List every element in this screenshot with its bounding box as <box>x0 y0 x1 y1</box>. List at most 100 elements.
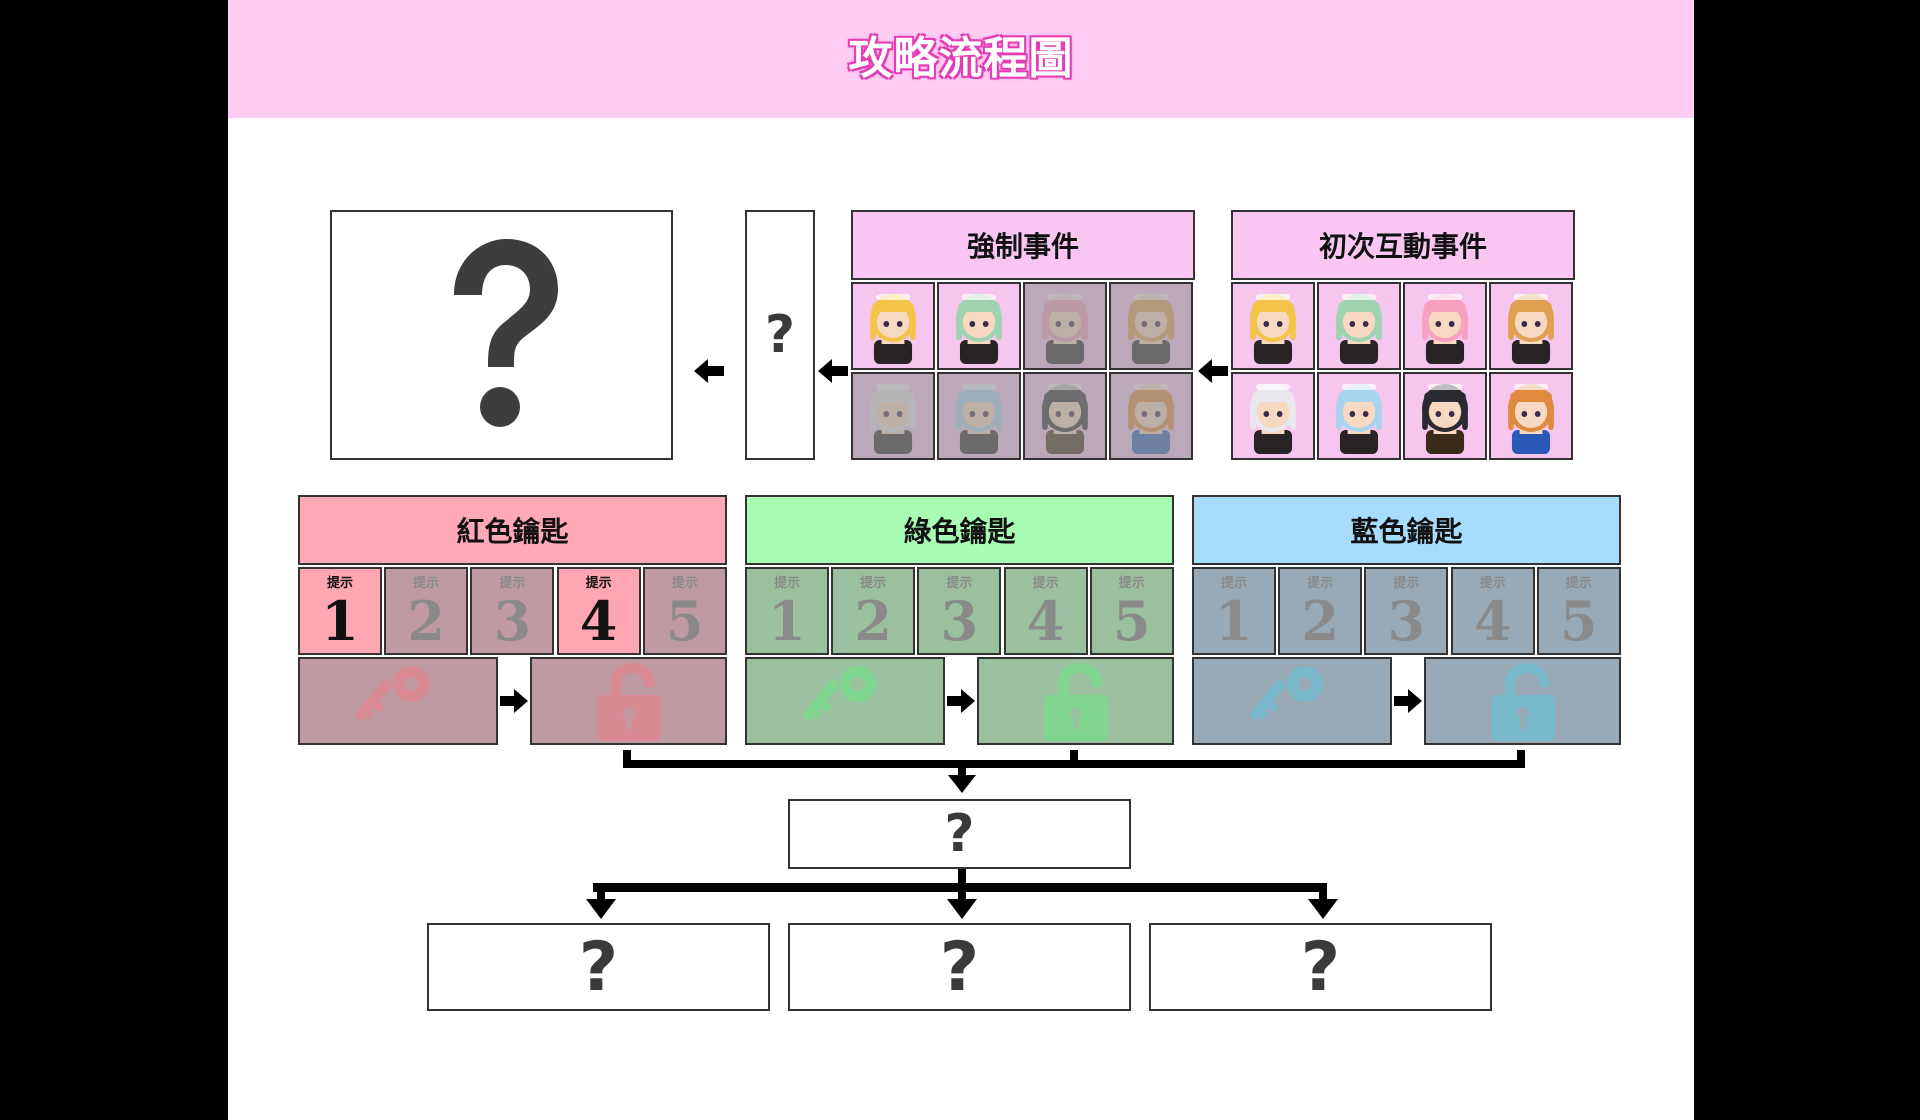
hint-label: 提示 <box>1479 576 1506 591</box>
split-connector <box>586 869 1338 919</box>
arrow-left <box>1198 359 1228 383</box>
character-portrait-police-girl <box>1109 372 1193 460</box>
first-interaction-event-header: 初次互動事件 <box>1231 210 1575 280</box>
hint-label: 提示 <box>585 576 612 591</box>
arrow-right <box>500 689 528 713</box>
hint-label: 提示 <box>413 576 440 591</box>
character-portrait-pink-twintail-maid <box>1403 282 1487 370</box>
hint-label: 提示 <box>671 576 698 591</box>
intermediate-step-box: ? <box>745 210 815 460</box>
hint-number: 5 <box>666 589 704 653</box>
blue-key-header: 藍色鑰匙 <box>1192 495 1621 565</box>
hint-label: 提示 <box>946 576 973 591</box>
unlocked-padlock-icon <box>1490 663 1555 741</box>
hint-label: 提示 <box>860 576 887 591</box>
forced-event-header: 強制事件 <box>851 210 1195 280</box>
hint-label: 提示 <box>773 576 800 591</box>
green-lock-box <box>977 657 1174 745</box>
red-key-header: 紅色鑰匙 <box>298 495 727 565</box>
arrow-left <box>818 359 848 383</box>
ending-box-3: ? <box>1149 923 1492 1011</box>
merge-connector <box>623 750 1525 793</box>
hint-number: 3 <box>1387 589 1426 653</box>
red-key-box <box>298 657 498 745</box>
hint-label: 提示 <box>499 576 526 591</box>
character-portrait-orange-hair-maid <box>1109 282 1193 370</box>
hint-number: 4 <box>1473 589 1512 653</box>
character-portrait-green-hair-maid <box>1317 282 1401 370</box>
dim-overlay <box>1025 374 1105 458</box>
key-icon <box>1249 666 1323 721</box>
blue-key-box <box>1192 657 1392 745</box>
arrow-left <box>694 359 724 383</box>
character-portrait-blonde-girl <box>1231 282 1315 370</box>
hint-number: 5 <box>1560 589 1598 653</box>
dim-overlay <box>1111 284 1191 368</box>
question-mark-icon <box>453 239 558 427</box>
blue-lock-box <box>1424 657 1621 745</box>
hint-number: 2 <box>854 589 892 653</box>
character-portrait-green-hair-maid <box>937 282 1021 370</box>
question-mark: ? <box>939 927 980 1007</box>
question-mark: ? <box>764 305 796 365</box>
character-portrait-blonde-girl <box>851 282 935 370</box>
page-title: 攻略流程圖 <box>848 33 1074 84</box>
hint-label: 提示 <box>1307 576 1334 591</box>
character-portrait-silver-hair-maid <box>851 372 935 460</box>
hint-label: 提示 <box>1565 576 1592 591</box>
question-mark: ? <box>944 804 975 864</box>
dim-overlay <box>853 374 933 458</box>
first-interaction-character-grid <box>1231 282 1575 460</box>
character-portrait-blue-braid-maid <box>937 372 1021 460</box>
red-lock-box <box>530 657 727 745</box>
ending-box-1: ? <box>427 923 770 1011</box>
green-key-box <box>745 657 945 745</box>
hint-label: 提示 <box>1032 576 1059 591</box>
arrow-right <box>1394 689 1422 713</box>
unlocked-padlock-icon <box>596 663 661 741</box>
hint-label: 提示 <box>1118 576 1145 591</box>
dim-overlay <box>939 374 1019 458</box>
hint-number: 3 <box>493 589 532 653</box>
green-key-header: 綠色鑰匙 <box>745 495 1174 565</box>
hint-number: 2 <box>1301 589 1339 653</box>
dim-overlay <box>1111 374 1191 458</box>
hint-number: 1 <box>768 589 806 653</box>
character-portrait-police-girl <box>1489 372 1573 460</box>
hint-number: 4 <box>579 589 618 653</box>
merge-result-box: ? <box>788 799 1131 869</box>
character-portrait-silver-hair-maid <box>1231 372 1315 460</box>
character-portrait-orange-hair-maid <box>1489 282 1573 370</box>
forced-event-character-grid <box>851 282 1195 460</box>
arrow-right <box>947 689 975 713</box>
character-portrait-blue-braid-maid <box>1317 372 1401 460</box>
question-mark: ? <box>1300 927 1341 1007</box>
character-portrait-pink-twintail-maid <box>1023 282 1107 370</box>
hint-number: 3 <box>940 589 979 653</box>
hint-number: 1 <box>1215 589 1253 653</box>
dim-overlay <box>1025 284 1105 368</box>
hint-label: 提示 <box>326 576 353 591</box>
hint-number: 1 <box>321 589 359 653</box>
hint-number: 5 <box>1113 589 1151 653</box>
hint-label: 提示 <box>1220 576 1247 591</box>
key-icon <box>355 666 429 721</box>
